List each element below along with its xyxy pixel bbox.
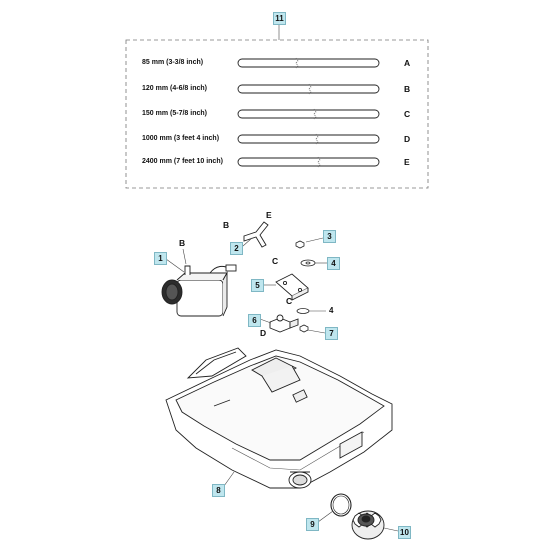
valve-top-letter: C: [286, 296, 293, 306]
y-connector-top-letter: E: [266, 210, 272, 220]
tank-leader: [223, 471, 235, 487]
washer-lower-drawing: [296, 308, 310, 314]
pump-drawing: [161, 264, 237, 317]
callout-10-cap[interactable]: 10: [398, 526, 411, 539]
cap-drawing: [351, 510, 385, 540]
tube-b: [237, 83, 380, 95]
pump-port-leader: [182, 248, 187, 265]
y-connector-left-letter: B: [223, 220, 230, 230]
tube-a: [237, 57, 380, 69]
seal-ring-leader: [317, 510, 334, 523]
callout-8-tank[interactable]: 8: [212, 484, 225, 497]
pump-leader: [165, 258, 185, 273]
callout-5-bracket[interactable]: 5: [251, 279, 264, 292]
y-connector-drawing: [243, 221, 269, 248]
pump-port-letter: B: [179, 238, 186, 248]
screw-drawing: [295, 240, 305, 249]
y-connector-leader: [242, 237, 253, 247]
washer-plain-number: 4: [329, 306, 334, 315]
tube-d-letter: D: [404, 134, 411, 144]
seal-ring-drawing: [330, 493, 352, 517]
nut-drawing: [299, 324, 309, 333]
tube-e-letter: E: [404, 157, 410, 167]
tube-a-letter: A: [404, 58, 411, 68]
tube-e: [237, 156, 380, 168]
callout-11-tube-kit[interactable]: 11: [273, 12, 286, 25]
y-connector-bottom-letter: C: [272, 256, 279, 266]
tube-d: [237, 133, 380, 145]
callout-3-screw[interactable]: 3: [323, 230, 336, 243]
callout-4-washer[interactable]: 4: [327, 257, 340, 270]
tube-c-letter: C: [404, 109, 411, 119]
callout-1-pump[interactable]: 1: [154, 252, 167, 265]
bracket-drawing: [275, 273, 309, 301]
callout-7-nut[interactable]: 7: [325, 327, 338, 340]
washer-top-drawing: [300, 259, 316, 267]
tank-drawing: [165, 347, 393, 489]
valve-drawing: [269, 314, 299, 333]
tube-b-letter: B: [404, 84, 411, 94]
callout-6-valve[interactable]: 6: [248, 314, 261, 327]
tube-a-length-label: 85 mm (3-3/8 inch): [142, 59, 204, 66]
tube-d-length-label: 1000 mm (3 feet 4 inch): [142, 135, 220, 142]
valve-bottom-letter: D: [260, 328, 267, 338]
tube-kit-box: [125, 39, 429, 189]
callout-2-y-connector[interactable]: 2: [230, 242, 243, 255]
tube-c: [237, 108, 380, 120]
valve-leader: [259, 318, 272, 324]
callout-9-seal-ring[interactable]: 9: [306, 518, 319, 531]
tube-c-length-label: 150 mm (5-7/8 inch): [142, 110, 207, 117]
tube-e-length-label: 2400 mm (7 feet 10 inch): [142, 158, 223, 165]
tube-b-length-label: 120 mm (4-6/8 inch): [142, 85, 207, 92]
nut-leader: [307, 329, 326, 334]
cap-leader: [383, 527, 399, 532]
screw-leader: [305, 237, 324, 243]
